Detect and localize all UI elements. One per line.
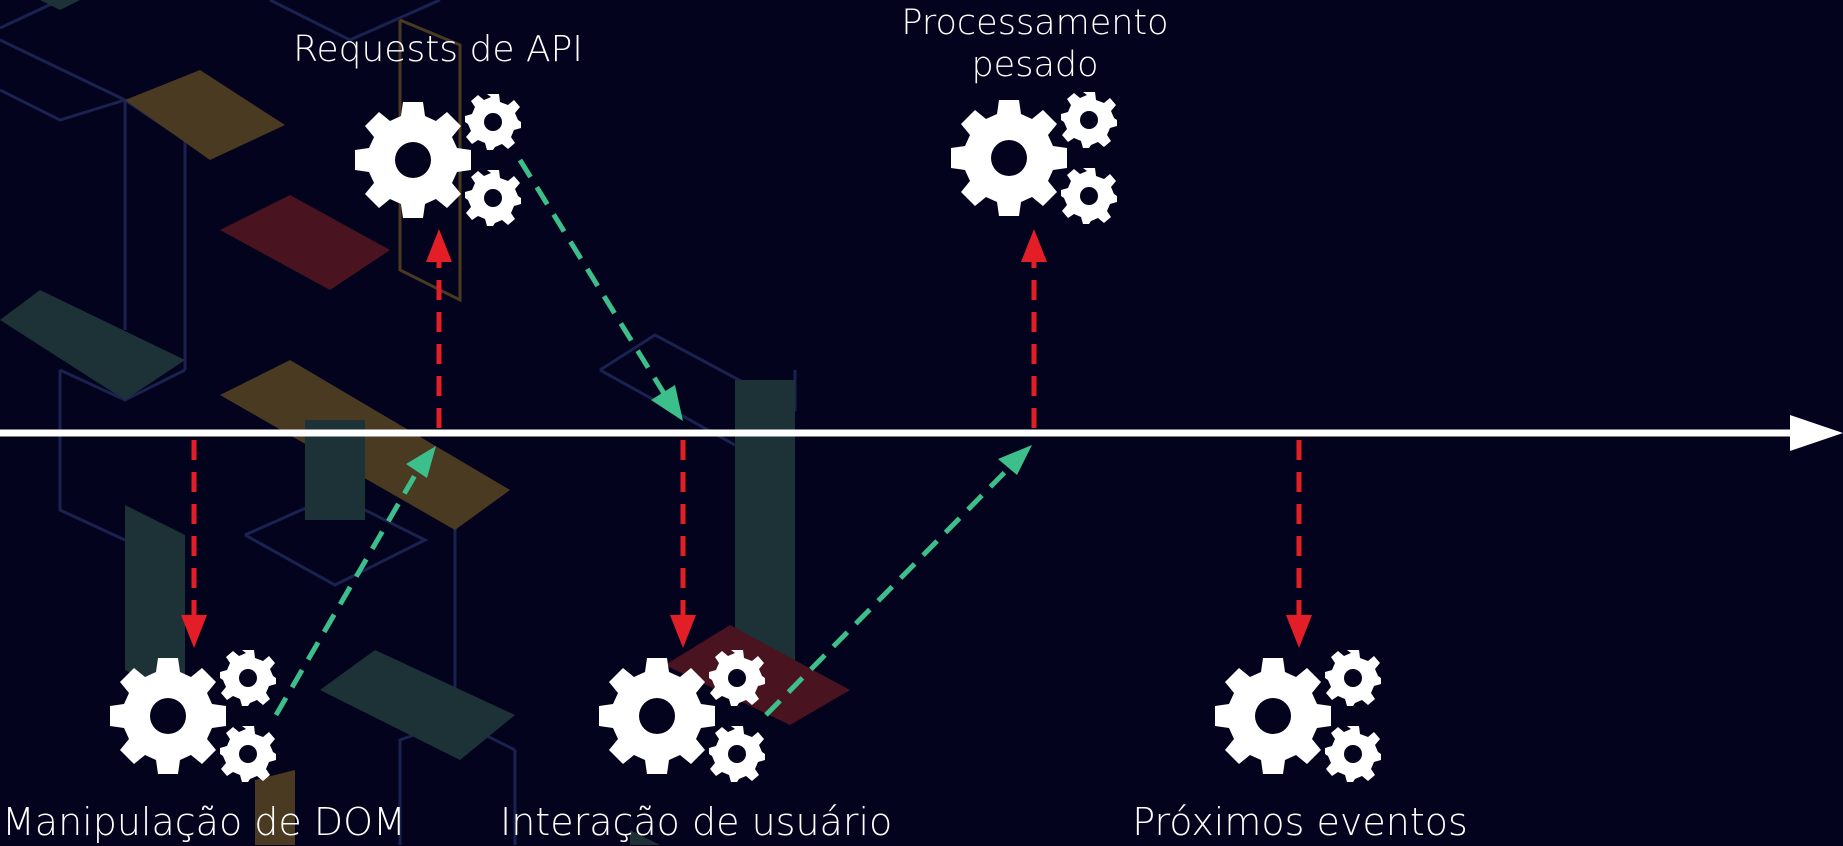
return-arrow-api: [517, 158, 668, 397]
label-user-interaction: Interação de usuário: [500, 800, 893, 844]
return-arrow-user: [764, 470, 1007, 717]
label-heavy-processing-line2: pesado: [971, 45, 1099, 85]
gears-icon-api: [355, 94, 521, 226]
gears-icon-processing: [951, 92, 1117, 224]
label-heavy-processing: Processamento pesado: [880, 2, 1190, 86]
label-dom-manipulation: Manipulação de DOM: [2, 800, 406, 844]
arrow-right-icon: [1790, 415, 1843, 451]
label-api-requests: Requests de API: [293, 29, 583, 70]
gears-icon-dom: [110, 650, 276, 782]
label-heavy-processing-line1: Processamento: [901, 3, 1169, 43]
gears-icon-next: [1215, 650, 1381, 782]
gears-icon-user: [599, 650, 765, 782]
label-next-events: Próximos eventos: [1132, 800, 1468, 844]
return-arrow-dom: [273, 468, 421, 717]
